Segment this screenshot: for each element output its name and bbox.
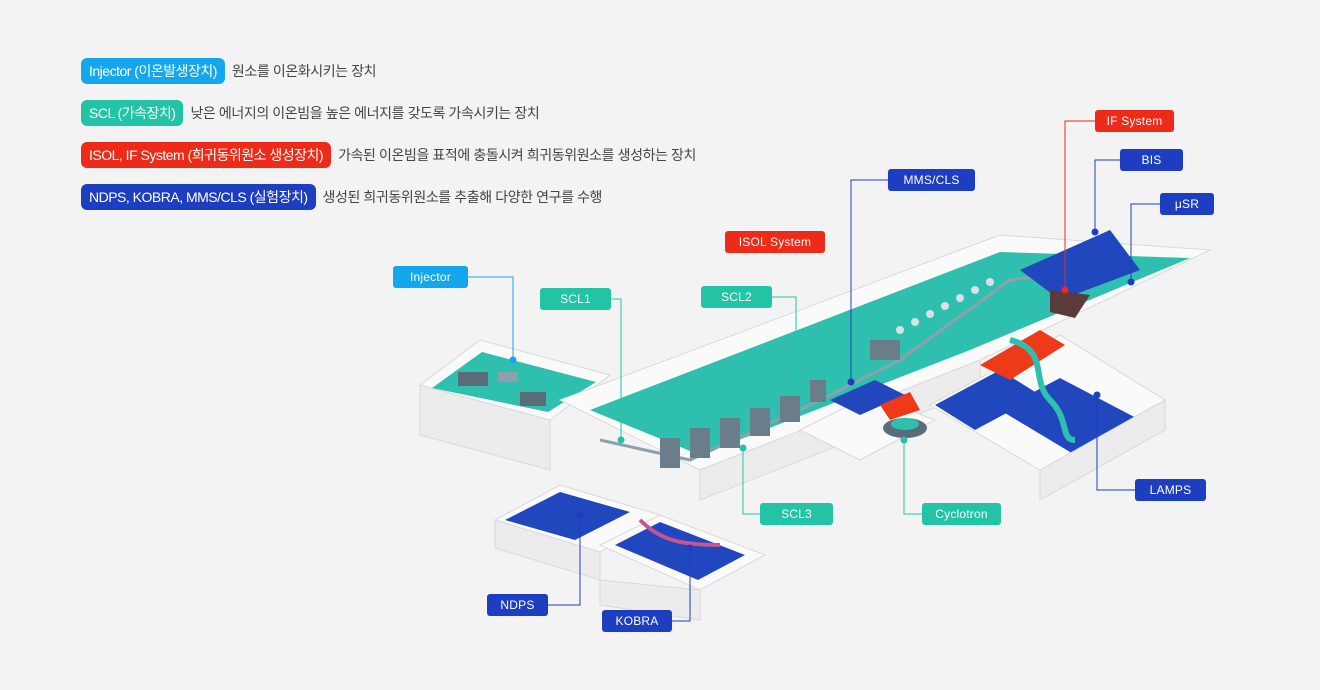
legend-scl: SCL (가속장치) 낮은 에너지의 이온빔을 높은 에너지를 갖도록 가속시키… xyxy=(81,100,540,126)
label-mms-cls[interactable]: MMS/CLS xyxy=(888,169,975,191)
leader-scl1 xyxy=(611,298,622,440)
label-bis[interactable]: BIS xyxy=(1120,149,1183,171)
dot-if xyxy=(1061,286,1069,294)
legend-desc-experiment: 생성된 희귀동위원소를 추출해 다양한 연구를 수행 xyxy=(322,189,603,205)
label-kobra[interactable]: KOBRA xyxy=(602,610,672,632)
label-scl1[interactable]: SCL1 xyxy=(540,288,611,310)
experiment-hall xyxy=(928,230,1166,501)
dot-mms xyxy=(847,378,855,386)
leader-if xyxy=(1064,120,1095,290)
legend-experiment: NDPS, KOBRA, MMS/CLS (실험장치) 생성된 희귀동위원소를 … xyxy=(81,184,602,210)
legend-tag-injector: Injector (이온발생장치) xyxy=(81,58,225,84)
dot-musr xyxy=(1127,278,1135,286)
leader-mms xyxy=(850,179,888,382)
legend-injector: Injector (이온발생장치) 원소를 이온화시키는 장치 xyxy=(81,58,377,84)
legend-desc-injector: 원소를 이온화시키는 장치 xyxy=(231,63,377,79)
legend-isol: ISOL, IF System (희귀동위원소 생성장치) 가속된 이온빔을 표… xyxy=(81,142,696,168)
label-isol-system[interactable]: ISOL System xyxy=(725,231,825,253)
leader-scl2 xyxy=(772,296,797,378)
leader-cyclotron xyxy=(903,440,922,515)
lower-halls xyxy=(493,484,767,621)
dot-injector xyxy=(509,356,517,364)
label-cyclotron[interactable]: Cyclotron xyxy=(922,503,1001,525)
label-if-system[interactable]: IF System xyxy=(1095,110,1174,132)
label-scl3[interactable]: SCL3 xyxy=(760,503,833,525)
label-injector[interactable]: Injector xyxy=(393,266,468,288)
label-musr[interactable]: μSR xyxy=(1160,193,1214,215)
legend-desc-isol: 가속된 이온빔을 표적에 충돌시켜 희귀동위원소를 생성하는 장치 xyxy=(338,147,696,163)
leader-injector xyxy=(468,276,514,360)
leader-ndps xyxy=(548,515,581,606)
legend-tag-experiment: NDPS, KOBRA, MMS/CLS (실험장치) xyxy=(81,184,316,210)
leader-scl3 xyxy=(742,448,760,515)
legend-tag-isol: ISOL, IF System (희귀동위원소 생성장치) xyxy=(81,142,332,168)
leader-musr xyxy=(1130,203,1160,282)
dot-scl1 xyxy=(617,436,625,444)
dot-scl3 xyxy=(739,444,747,452)
leader-bis xyxy=(1094,159,1120,232)
leader-kobra xyxy=(672,548,691,622)
dot-lamps xyxy=(1093,391,1101,399)
dot-cyclotron xyxy=(900,436,908,444)
leader-lamps xyxy=(1096,395,1135,491)
cyclotron-area xyxy=(798,380,937,461)
label-ndps[interactable]: NDPS xyxy=(487,594,548,616)
dot-ndps xyxy=(576,511,584,519)
legend-desc-scl: 낮은 에너지의 이온빔을 높은 에너지를 갖도록 가속시키는 장치 xyxy=(190,105,540,121)
label-scl2[interactable]: SCL2 xyxy=(701,286,772,308)
dot-scl2 xyxy=(792,374,800,382)
label-lamps[interactable]: LAMPS xyxy=(1135,479,1206,501)
dot-kobra xyxy=(686,544,694,552)
dot-bis xyxy=(1091,228,1099,236)
legend-tag-scl: SCL (가속장치) xyxy=(81,100,184,126)
